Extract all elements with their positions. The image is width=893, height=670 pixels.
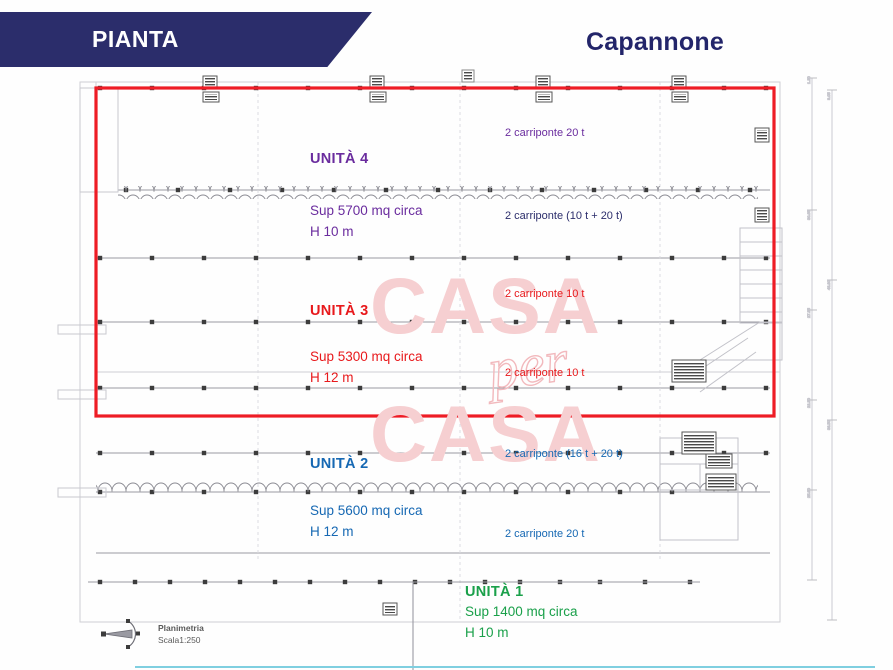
unit-label-unita-1: UNITÀ 1 Sup 1400 mq circa H 10 m xyxy=(465,584,578,644)
unit-specs-unita-2: Sup 5600 mq circa H 12 m xyxy=(310,501,423,543)
annotation-chip xyxy=(671,91,689,103)
crane-label-unita-3-top: 2 carriponte 10 t xyxy=(505,288,585,300)
annotation-chip xyxy=(671,359,707,383)
north-arrow-icon xyxy=(101,619,140,649)
annotation-chip xyxy=(671,75,687,89)
unit-height: H 10 m xyxy=(310,223,354,239)
left-annexes xyxy=(57,87,119,498)
scale-label: Scala1:250 xyxy=(158,635,201,645)
scale-legend: Planimetria Scala1:250 xyxy=(98,617,204,651)
unit-label-unita-2: UNITÀ 2 xyxy=(310,456,369,474)
unit-name: UNITÀ 2 xyxy=(310,456,369,472)
unit-height: H 10 m xyxy=(465,624,509,640)
right-service-block xyxy=(659,227,783,541)
unit-label-unita-4: UNITÀ 4 xyxy=(310,151,369,169)
building-envelope xyxy=(79,81,781,623)
header-banner-title: PIANTA xyxy=(92,26,179,52)
unit-1-outline xyxy=(412,581,700,670)
annotation-chip xyxy=(461,69,475,83)
svg-text:22.30: 22.30 xyxy=(806,397,811,408)
unit-name: UNITÀ 3 xyxy=(310,303,369,319)
dimension-lines: 1.20 30.65 27.35 22.30 25.80 9.05 43.80 … xyxy=(806,75,837,621)
crane-label-unita-4-top: 2 carriponte 20 t xyxy=(505,127,585,139)
page-title: Capannone xyxy=(586,28,724,56)
svg-text:43.80: 43.80 xyxy=(826,279,831,290)
annotation-chip xyxy=(754,207,770,223)
header-banner: PIANTA xyxy=(0,12,372,67)
svg-text:9.05: 9.05 xyxy=(826,91,831,100)
svg-text:38.50: 38.50 xyxy=(826,419,831,430)
annotation-chip xyxy=(705,453,733,469)
floor-plan-drawing: 1.20 30.65 27.35 22.30 25.80 9.05 43.80 … xyxy=(0,60,893,670)
unit-name: UNITÀ 4 xyxy=(310,151,369,167)
svg-text:25.80: 25.80 xyxy=(806,487,811,498)
unit-label-unita-3: UNITÀ 3 xyxy=(310,303,369,321)
crane-label-unita-4-mid: 2 carriponte (10 t + 20 t) xyxy=(505,210,623,222)
annotation-chip xyxy=(369,75,385,89)
svg-text:27.35: 27.35 xyxy=(806,307,811,318)
unit-height: H 12 m xyxy=(310,523,354,539)
annotation-chip xyxy=(382,602,398,616)
bottom-accent-rule xyxy=(135,666,875,668)
unit-area: Sup 5700 mq circa xyxy=(310,203,423,218)
annotation-chip xyxy=(705,473,737,491)
roof-vault-bands xyxy=(96,186,758,493)
crane-label-unita-2-top: 2 carriponte (16 t + 20 t) xyxy=(505,448,623,460)
planimetry-label: Planimetria xyxy=(158,622,204,633)
annotation-chip xyxy=(681,431,717,455)
highlight-rectangle xyxy=(94,86,776,418)
svg-text:30.65: 30.65 xyxy=(806,209,811,220)
crane-label-unita-3-bottom: 2 carriponte 10 t xyxy=(505,367,585,379)
column-markers xyxy=(97,85,769,585)
annotation-chip xyxy=(202,75,218,89)
annotation-chip xyxy=(202,91,220,103)
unit-area: Sup 5600 mq circa xyxy=(310,503,423,518)
unit-area: Sup 1400 mq circa xyxy=(465,604,578,619)
unit-area: Sup 5300 mq circa xyxy=(310,349,423,364)
svg-text:1.20: 1.20 xyxy=(806,75,811,84)
annotation-chips xyxy=(202,69,770,616)
crane-label-unita-2-bottom: 2 carriponte 20 t xyxy=(505,528,585,540)
annotation-chip xyxy=(535,75,551,89)
unit-specs-unita-4: Sup 5700 mq circa H 10 m xyxy=(310,201,423,243)
structural-grid xyxy=(88,82,770,622)
annotation-chip xyxy=(369,91,387,103)
unit-specs-unita-3: Sup 5300 mq circa H 12 m xyxy=(310,347,423,389)
unit-height: H 12 m xyxy=(310,369,354,385)
annotation-chip xyxy=(535,91,553,103)
annotation-chip xyxy=(754,127,770,143)
unit-name: UNITÀ 1 xyxy=(465,584,524,600)
